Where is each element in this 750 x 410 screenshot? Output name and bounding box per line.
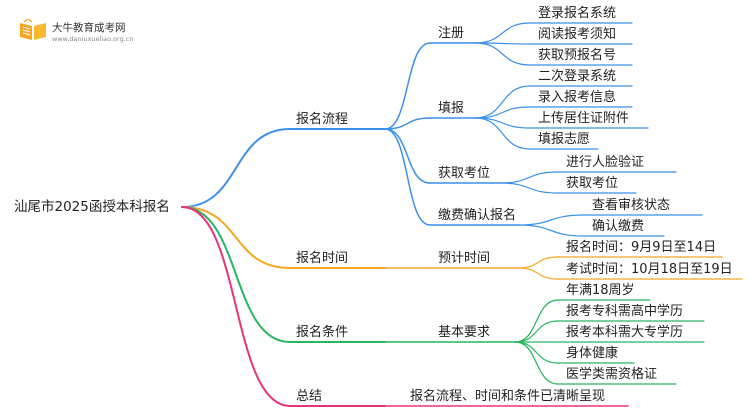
branch-summary: 总结 — [296, 389, 323, 404]
leaf-fill-volunteer: 填报志愿 — [538, 132, 591, 147]
branch-conditions: 报名条件 — [296, 325, 349, 340]
time-edge-0 — [517, 256, 559, 269]
edge-root-time — [181, 206, 291, 269]
cond-edge-4 — [514, 341, 559, 385]
leaf-bachelor-req: 报考本科需大专学历 — [566, 325, 684, 340]
register-edge-2 — [474, 42, 531, 66]
node-summary-text: 报名流程、时间和条件已清晰呈现 — [410, 389, 606, 404]
leaf-junior-college-req: 报考专科需高中学历 — [566, 304, 684, 319]
edge-root-conditions — [181, 206, 291, 343]
leaf-get-seat: 获取考位 — [566, 176, 619, 191]
branch-process: 报名流程 — [296, 112, 349, 127]
branch-time: 报名时间 — [296, 251, 349, 266]
edge-process-pay — [384, 128, 431, 226]
brand-url: www.daniuxueliao.org.cn — [52, 35, 134, 43]
root-node: 汕尾市2025函授本科报名 — [14, 199, 170, 215]
fill-edge-0 — [474, 85, 531, 119]
seat-edge-1 — [499, 182, 559, 194]
node-expected-time: 预计时间 — [438, 251, 491, 266]
fill-edge-3 — [474, 117, 531, 150]
edge-root-summary — [181, 206, 291, 407]
edge-process-register — [384, 42, 431, 130]
node-register: 注册 — [438, 26, 465, 41]
node-basic-req: 基本要求 — [438, 325, 491, 340]
leaf-enter-info: 录入报考信息 — [538, 90, 617, 105]
cond-edge-1 — [514, 320, 559, 343]
leaf-upload-residence: 上传居住证附件 — [538, 111, 630, 126]
leaf-medical-cert: 医学类需资格证 — [566, 367, 658, 382]
leaf-check-review: 查看审核状态 — [592, 198, 671, 213]
node-get-seat: 获取考位 — [438, 166, 491, 181]
time-edge-1 — [517, 267, 559, 280]
leaf-face-verify: 进行人脸验证 — [566, 155, 645, 170]
brand-name: 大牛教育成考网 — [52, 22, 126, 34]
leaf-second-login: 二次登录系统 — [538, 69, 617, 84]
leaf-healthy: 身体健康 — [566, 346, 619, 361]
leaf-read-notice: 阅读报考须知 — [538, 27, 617, 42]
edge-root-process — [181, 128, 291, 208]
edge-process-get-seat — [384, 128, 431, 184]
leaf-confirm-pay: 确认缴费 — [592, 219, 645, 234]
register-edge-0 — [474, 22, 531, 44]
leaf-reg-time: 报名时间：9月9日至14日 — [566, 240, 717, 255]
pay-edge-0 — [517, 214, 585, 226]
leaf-login-system: 登录报名系统 — [538, 6, 617, 21]
fill-edge-1 — [474, 106, 531, 119]
pay-edge-1 — [517, 224, 585, 237]
edge-process-fill — [384, 117, 431, 130]
node-fill: 填报 — [438, 101, 465, 116]
leaf-prereg-number: 获取预报名号 — [538, 48, 617, 63]
cond-edge-0 — [514, 299, 559, 343]
cond-edge-3 — [514, 341, 559, 364]
leaf-exam-time: 考试时间：10月18日至19日 — [566, 262, 733, 277]
brand-logo — [18, 18, 48, 45]
book-icon — [20, 18, 46, 40]
node-pay-confirm: 缴费确认报名 — [438, 208, 517, 223]
seat-edge-0 — [499, 171, 559, 184]
leaf-age18: 年满18周岁 — [566, 283, 635, 298]
